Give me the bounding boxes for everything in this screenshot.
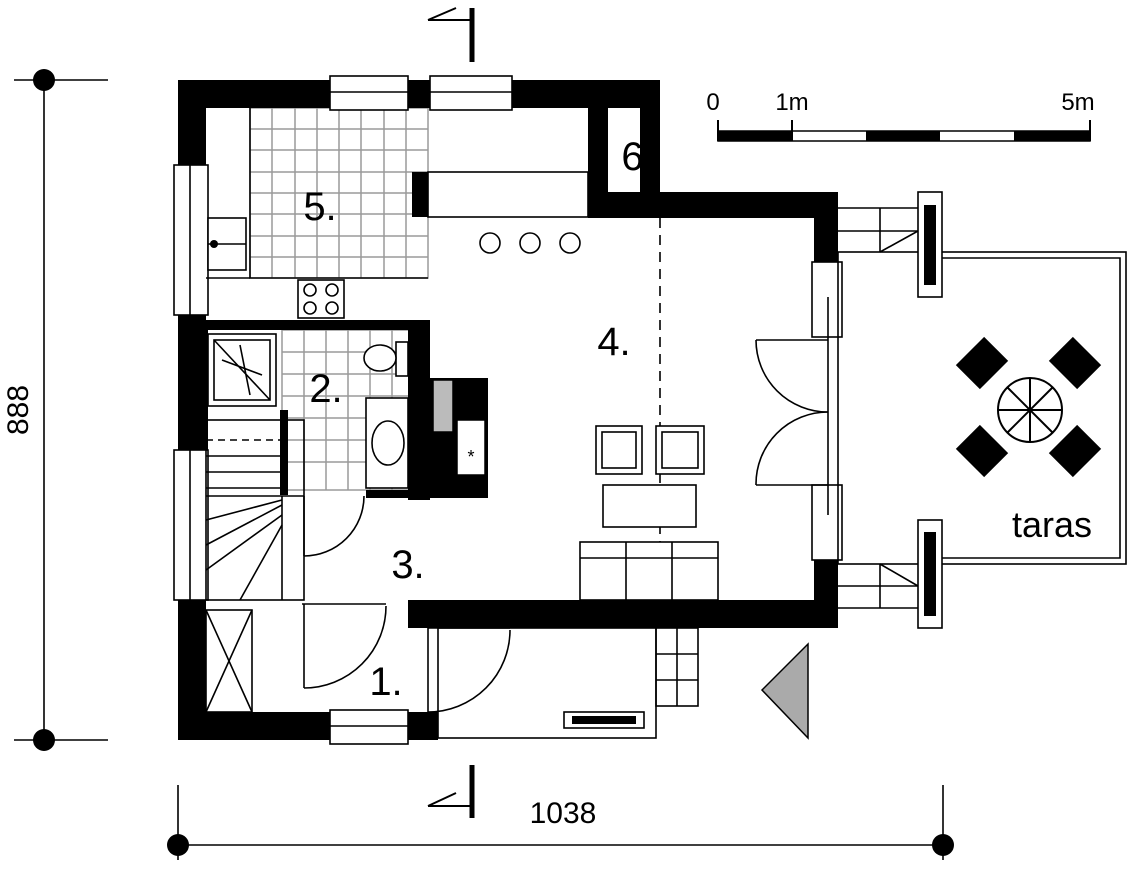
washbasin (365, 397, 409, 489)
bar-stools (479, 232, 581, 254)
scale-label-5m: 5m (1061, 89, 1094, 116)
room-label-2: 2. (309, 367, 342, 411)
room-label-5: 5. (303, 185, 336, 229)
kitchen-counter (206, 108, 589, 319)
width-dimension-line (167, 785, 954, 860)
section-marker-bottom (427, 765, 475, 818)
kitchen-tile-grid (249, 107, 429, 279)
terrace (837, 191, 1127, 629)
north-arrow (760, 642, 809, 740)
width-dimension: 1038 (530, 797, 597, 830)
fireplace: * (432, 379, 486, 476)
height-dimension-line (14, 69, 108, 751)
shower (207, 333, 277, 407)
terrace-label: taras (1012, 504, 1092, 545)
section-marker-top (427, 7, 475, 62)
porch (437, 627, 699, 739)
scale-label-1m: 1m (775, 89, 808, 116)
scale-label-0: 0 (706, 89, 719, 116)
svg-text:*: * (467, 447, 474, 467)
toilet (363, 341, 409, 377)
terrace-table (955, 336, 1102, 478)
staircase (205, 419, 305, 601)
entrance-cabinet (205, 609, 253, 713)
scale-bar (717, 120, 1091, 142)
height-dimension: 888 (2, 385, 35, 435)
living-room-furniture (579, 218, 719, 601)
windows (173, 75, 843, 745)
room-label-4: 4. (597, 320, 630, 364)
room-label-1: 1. (369, 660, 402, 704)
room-label-3: 3. (391, 543, 424, 587)
room-label-6: 6. (621, 135, 654, 179)
